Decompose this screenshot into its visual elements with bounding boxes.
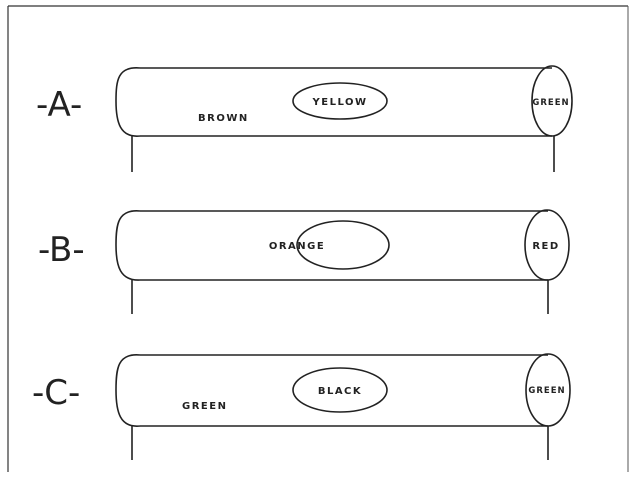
resistor-c-center-band-label: BLACK — [318, 386, 362, 397]
resistor-c: -C- GREEN BLACK GREEN — [32, 353, 571, 460]
resistor-c-body-band-label: GREEN — [182, 401, 227, 412]
resistor-c-end-band-label: GREEN — [528, 386, 565, 396]
resistor-b-label: -B- — [38, 230, 85, 270]
resistor-b-end-band — [524, 209, 570, 281]
resistor-b-center-band — [296, 220, 390, 270]
resistor-a-end-band-label: GREEN — [532, 98, 569, 108]
resistor-a-label: -A- — [36, 85, 82, 125]
resistor-a-body-band-label: BROWN — [198, 113, 249, 124]
resistor-a-center-band-label: YELLOW — [312, 97, 368, 108]
resistor-a-left-cap — [115, 67, 141, 137]
resistor-a: -A- BROWN YELLOW GREEN — [36, 65, 573, 172]
resistor-a-center-band — [292, 82, 388, 120]
resistor-c-label: -C- — [32, 373, 80, 413]
resistor-a-end-band — [531, 65, 573, 137]
resistor-b-end-band-label: RED — [532, 241, 559, 252]
resistor-c-left-cap — [115, 354, 141, 427]
resistor-b-center-band-label: ORANGE — [269, 241, 325, 252]
resistor-b: -B- ORANGE RED — [38, 209, 570, 314]
resistor-b-left-cap — [115, 210, 141, 281]
resistor-c-center-band — [292, 367, 388, 413]
